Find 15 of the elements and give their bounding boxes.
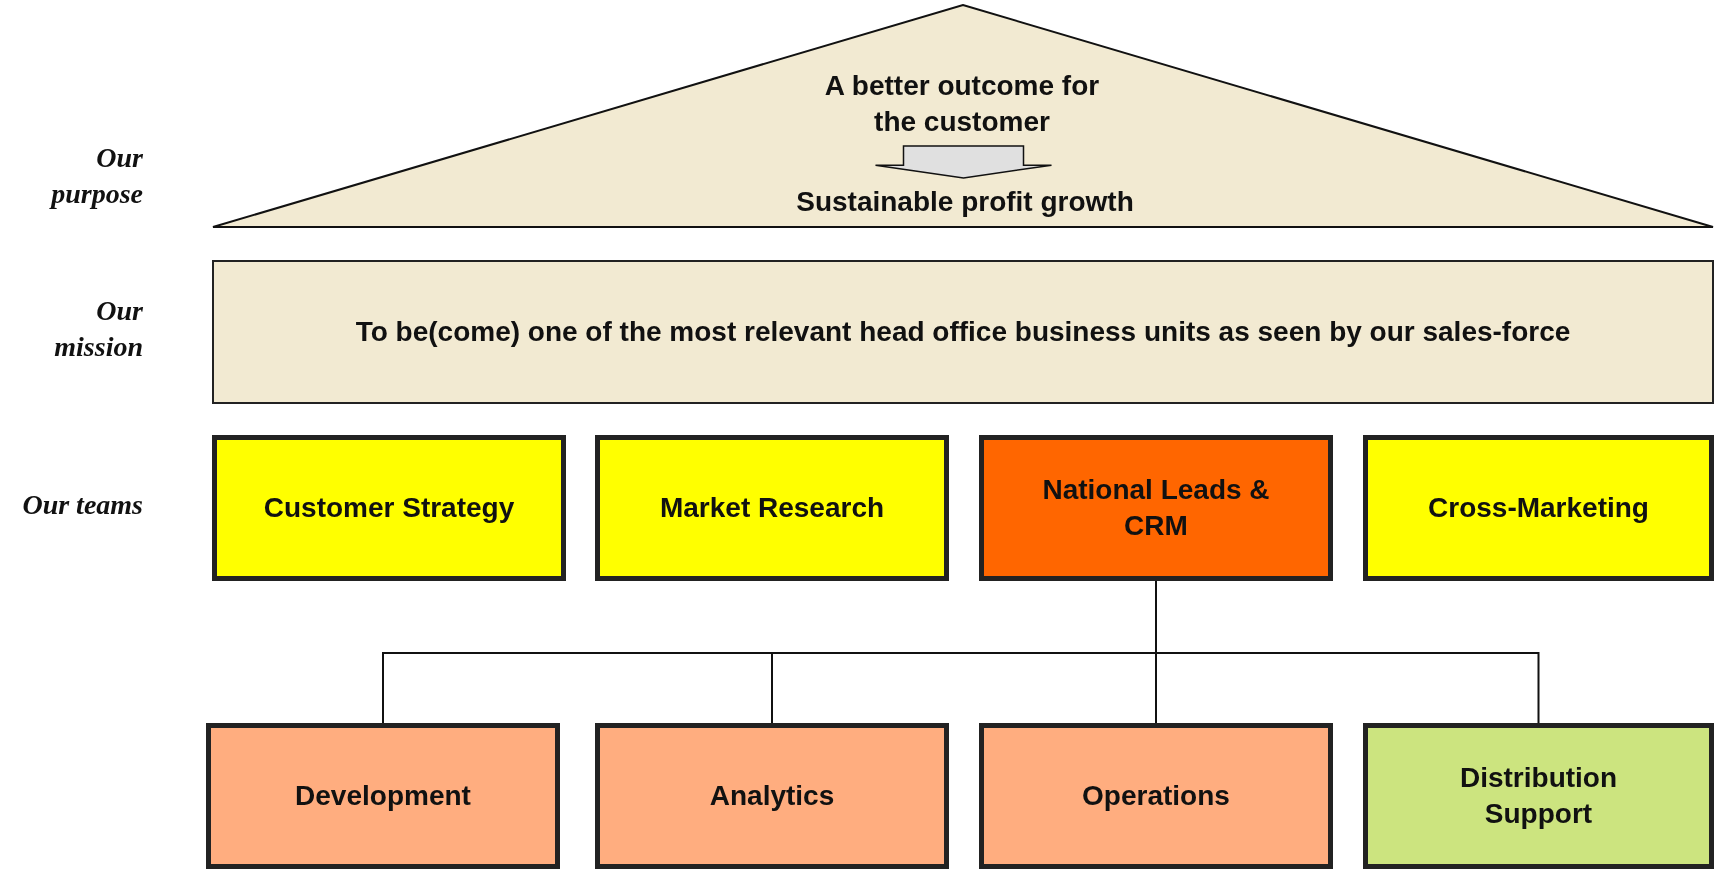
- row-label: Our mission: [53, 294, 143, 365]
- team-box: Cross-Marketing: [1363, 435, 1714, 581]
- team-box: National Leads & CRM: [979, 435, 1333, 581]
- team-box: Development: [206, 723, 560, 869]
- purpose-text: A better outcome for the customer: [823, 68, 1101, 139]
- row-label: Our purpose: [48, 141, 143, 212]
- team-box: Customer Strategy: [212, 435, 566, 581]
- purpose-text: Sustainable profit growth: [796, 184, 1134, 219]
- team-box: Analytics: [595, 723, 949, 869]
- row-label: Our teams: [21, 488, 143, 522]
- block-arrow: [874, 145, 1053, 179]
- team-box: Distribution Support: [1363, 723, 1714, 869]
- mission-box: To be(come) one of the most relevant head office business units as seen by our sales-force: [212, 260, 1714, 404]
- team-box: Operations: [979, 723, 1333, 869]
- team-box: Market Research: [595, 435, 949, 581]
